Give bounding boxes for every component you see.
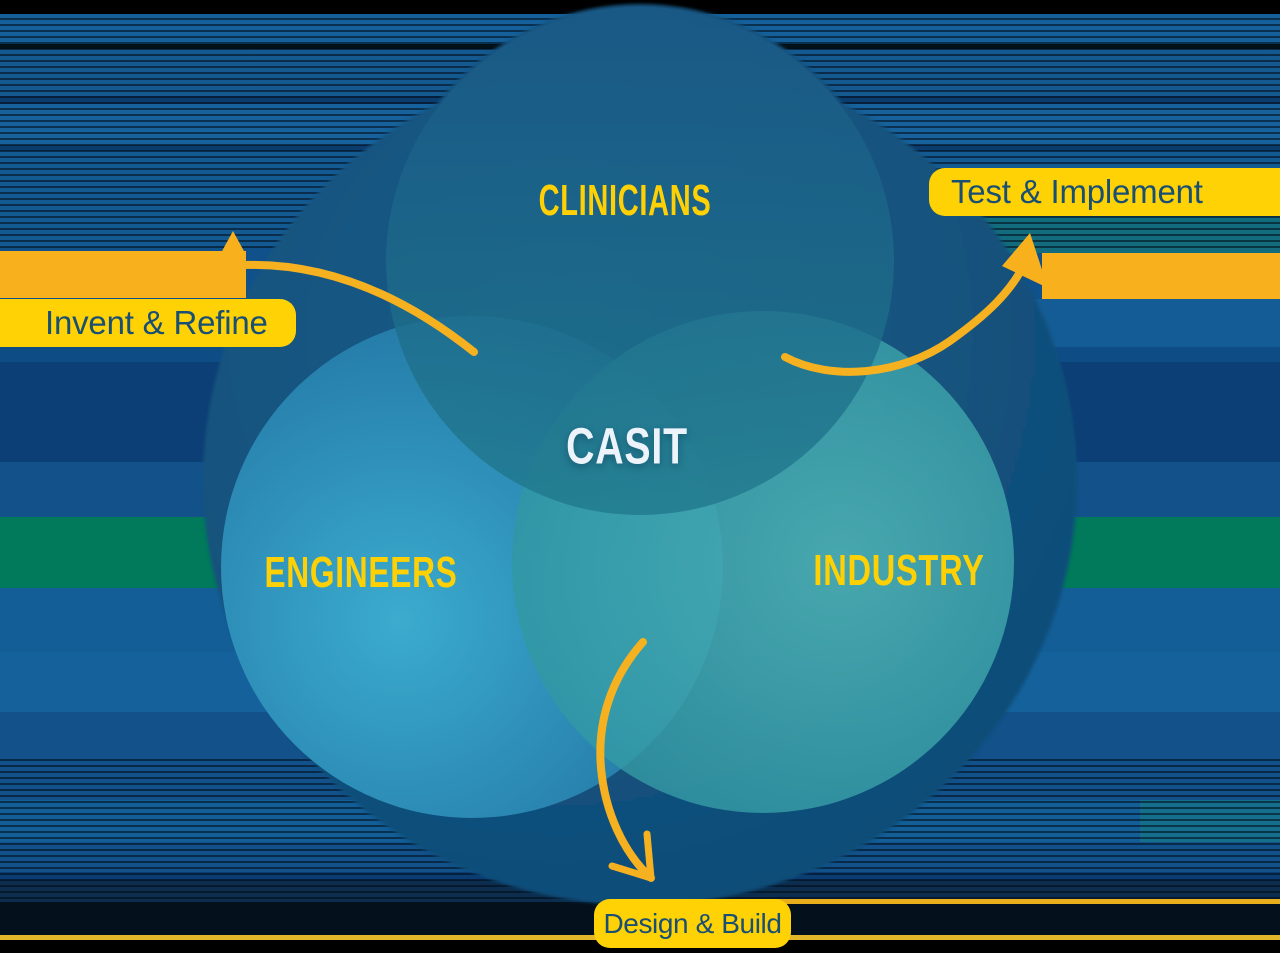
engineers-label: ENGINEERS — [264, 548, 458, 597]
test-arrowhead — [1002, 233, 1048, 288]
design-build-badge: Design & Build — [594, 899, 791, 948]
clinicians-circle — [386, 7, 894, 515]
test-implement-label: Test & Implement — [951, 173, 1203, 210]
bottom-line-right — [770, 899, 1280, 904]
clinicians-label: CLINICIANS — [538, 176, 712, 225]
design-build-label: Design & Build — [603, 907, 782, 939]
design-arrow-curve — [596, 638, 655, 882]
test-arrow-curve — [781, 255, 1031, 376]
test-ribbon — [1042, 253, 1280, 299]
design-arrowhead-barbs — [608, 830, 655, 882]
invent-ribbon — [0, 251, 246, 298]
center-label: CASIT — [566, 417, 688, 475]
invent-arrow-curve — [239, 260, 478, 356]
test-implement-badge: Test & Implement — [929, 168, 1280, 216]
invent-refine-badge: Invent & Refine — [0, 299, 296, 347]
industry-label: INDUSTRY — [813, 546, 985, 595]
invent-refine-label: Invent & Refine — [45, 304, 268, 341]
invent-ribbon-arrowhead — [221, 231, 245, 253]
